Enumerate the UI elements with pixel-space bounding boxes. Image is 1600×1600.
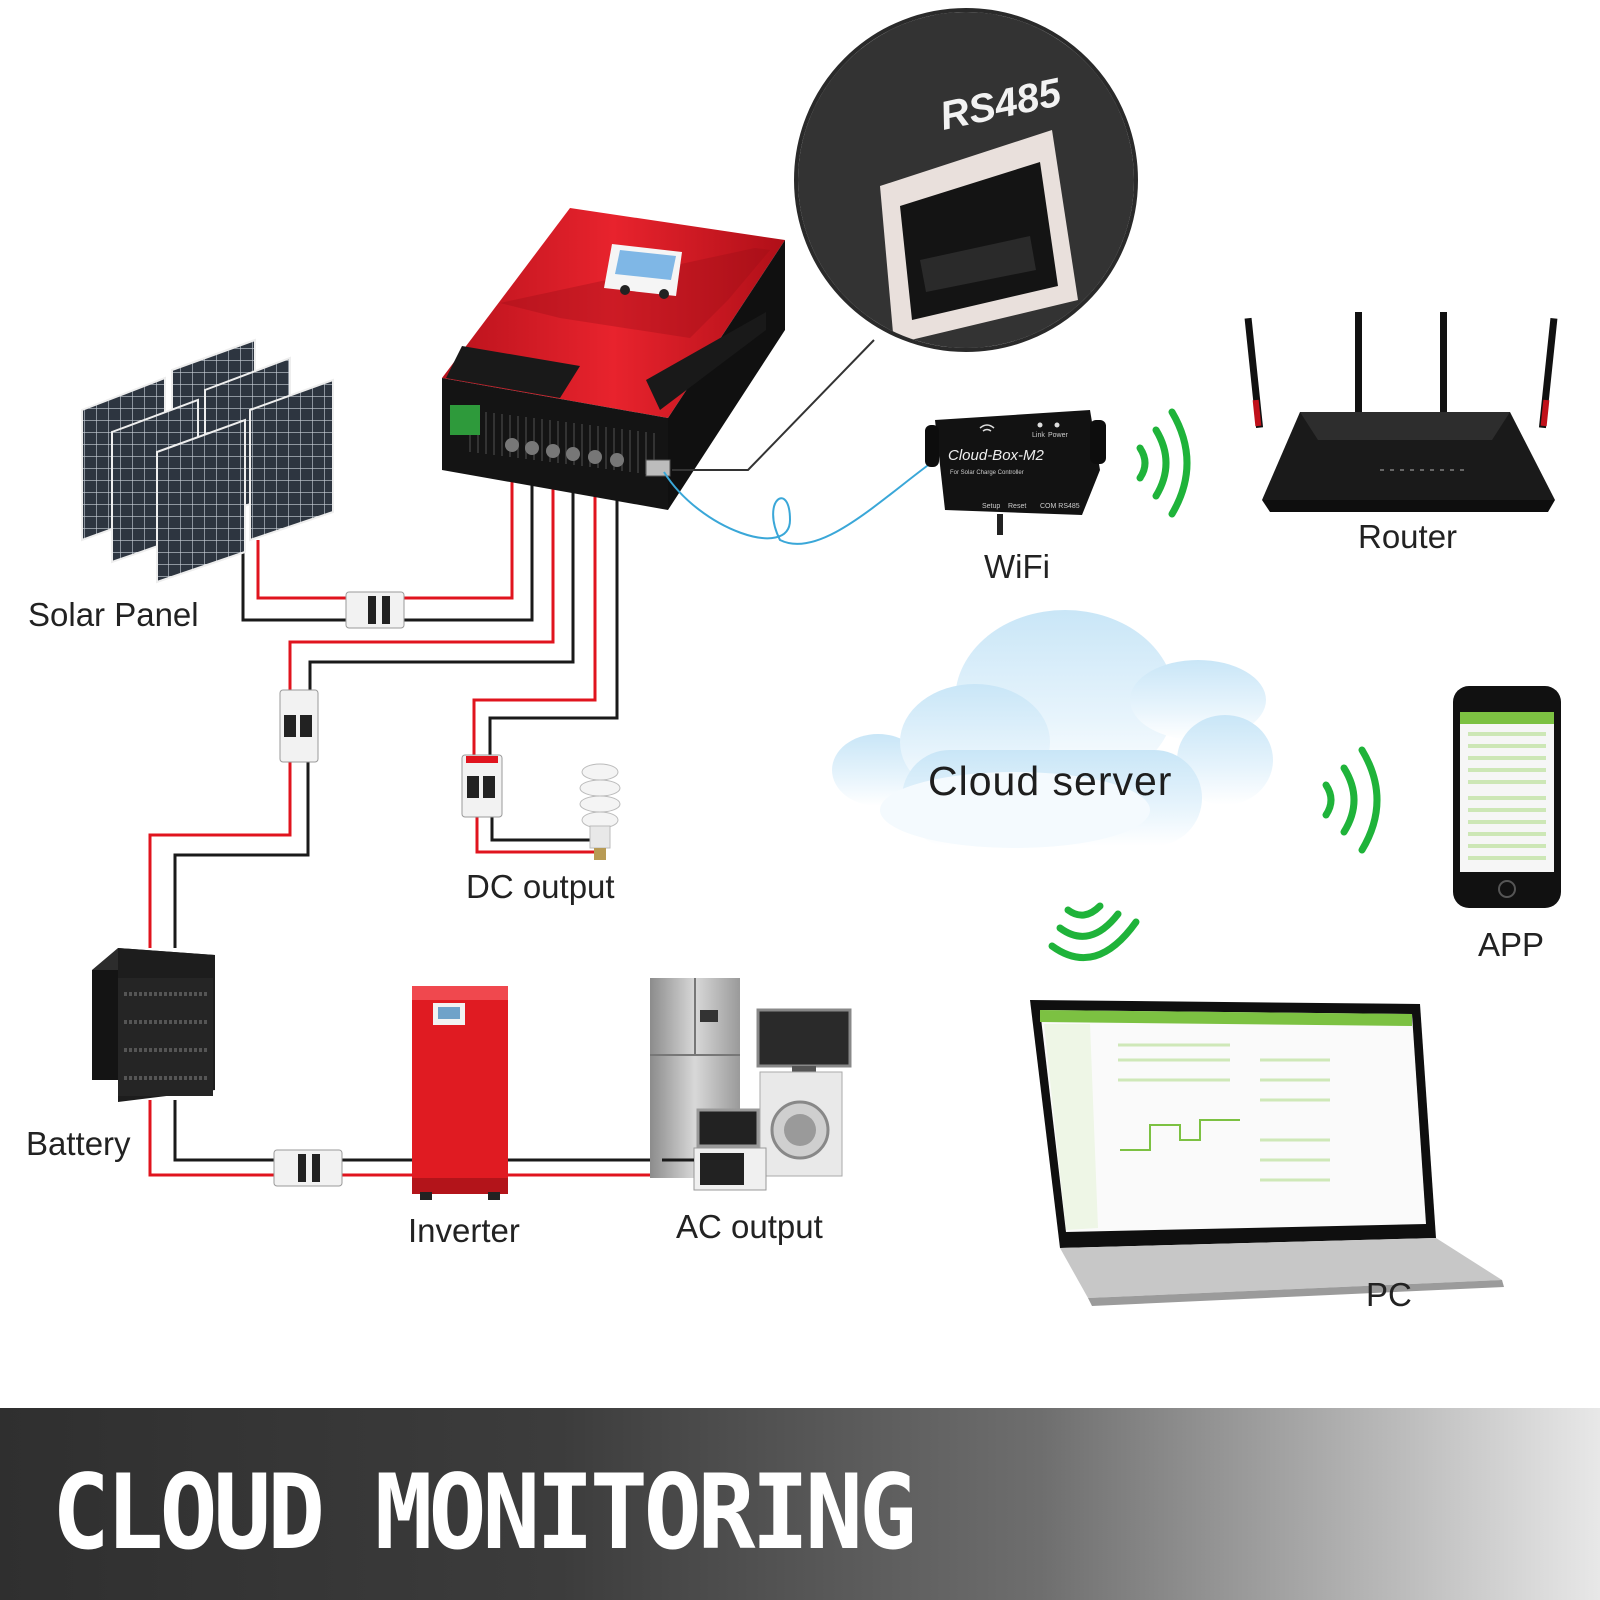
rs485-zoom (794, 8, 1138, 352)
router-label: Router (1358, 518, 1458, 555)
dc-output-label: DC output (466, 868, 615, 905)
appliances-icon (650, 978, 852, 1191)
wifi-module-power: Power (1048, 432, 1069, 439)
wifi-module-link: Link (1032, 432, 1045, 439)
wifi-module-subtitle: For Solar Charge Controller (950, 470, 1024, 476)
breaker-icon (273, 1149, 343, 1187)
router-icon (1244, 312, 1558, 512)
signal-waves-icon (1136, 408, 1191, 518)
solar-panel-label: Solar Panel (28, 596, 199, 633)
inverter-label: Inverter (408, 1212, 520, 1249)
pc-label: PC (1366, 1276, 1412, 1313)
ac-output-label: AC output (676, 1208, 823, 1245)
light-bulb-icon (579, 763, 621, 860)
solar-panel-icon (81, 338, 334, 584)
app-label: APP (1478, 926, 1545, 963)
charge-controller (442, 208, 785, 510)
rs485-cable (663, 459, 936, 545)
battery-label: Battery (26, 1125, 131, 1162)
banner (0, 1408, 1600, 1600)
wifi-module-setup: Setup (982, 503, 1000, 510)
cloud-server-label: Cloud server (928, 758, 1173, 804)
callout-line (672, 339, 875, 471)
banner-title: CLOUD MONITORING (52, 1452, 917, 1573)
wifi-module-com: COM RS485 (1040, 503, 1080, 510)
wifi-module-name: Cloud-Box-M2 (948, 447, 1045, 464)
inverter-icon (412, 986, 508, 1200)
wifi-label: WiFi (984, 548, 1050, 585)
smartphone-icon (1453, 686, 1561, 908)
wifi-module-reset: Reset (1008, 503, 1026, 510)
laptop-icon (1030, 1000, 1504, 1306)
wifi-icon (979, 424, 995, 432)
signal-waves-icon (1048, 902, 1140, 962)
cloud-server-icon (832, 610, 1273, 848)
signal-waves-icon (1322, 746, 1381, 854)
wifi-module: Cloud-Box-M2 For Solar Charge Controller… (925, 410, 1106, 535)
wiring (148, 445, 662, 1177)
breaker-icon (279, 689, 319, 763)
battery-icon (92, 948, 215, 1102)
breaker-icon (345, 591, 405, 629)
breaker-icon (461, 754, 503, 818)
